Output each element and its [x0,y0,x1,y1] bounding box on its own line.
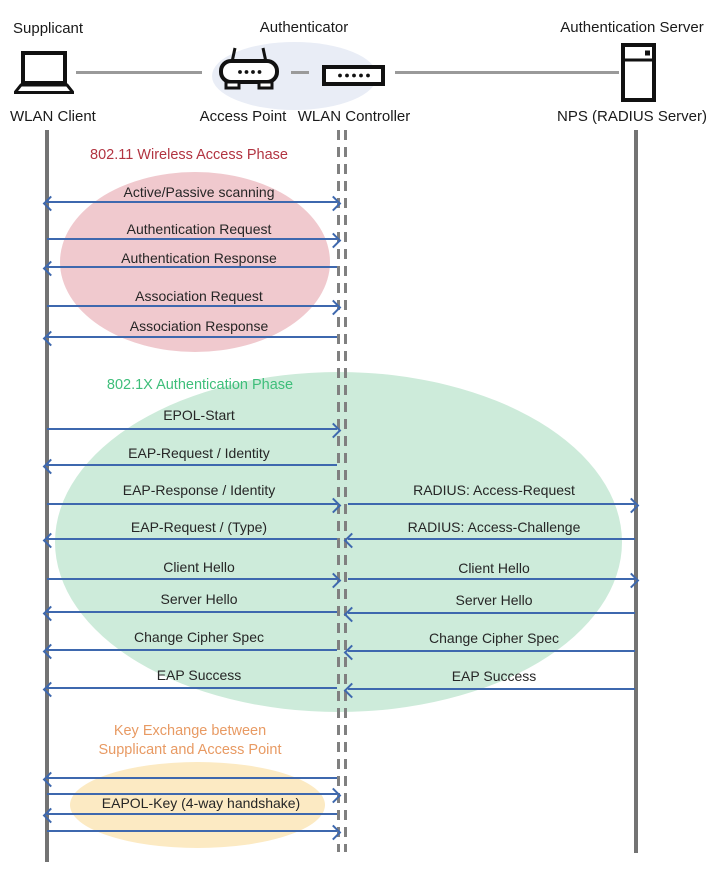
message-arrow-eapol-key-4 [47,824,342,840]
message-label-assoc-request: Association Request [135,288,263,304]
message-label-server-hello-left: Server Hello [160,591,238,607]
message-arrow-eapol-key-3 [42,807,337,823]
access-point-icon [218,47,280,96]
connector-controller-server [395,71,619,74]
device-label-wlan-client: WLAN Client [10,108,96,125]
message-arrow-auth-request [47,232,342,248]
message-label-assoc-response: Association Response [129,318,269,334]
connector-ap-controller [291,71,309,74]
role-authenticator: Authenticator [259,19,349,36]
lifeline-radius-server [634,130,638,853]
phase-title-8021x: 802.1X Authentication Phase [106,377,294,393]
message-arrow-assoc-response [42,330,337,346]
message-label-eap-request-identity: EAP-Request / Identity [128,445,270,461]
server-icon [621,43,657,107]
message-label-eap-request-type: EAP-Request / (Type) [130,519,268,535]
message-arrow-eapol-key-1 [42,771,337,787]
message-arrow-scanning [42,195,342,211]
message-label-server-hello-right: Server Hello [455,592,533,608]
message-label-auth-response: Authentication Response [121,250,277,266]
message-arrow-auth-response [42,260,337,276]
lifeline-wlan-controller-inner [344,130,347,852]
connector-client-ap [76,71,202,74]
message-label-client-hello-left: Client Hello [163,559,235,575]
message-arrow-eap-request-type [42,532,337,548]
phase-title-keyexchange: Key Exchange between Supplicant and Acce… [99,722,282,760]
message-arrow-eap-response-identity [47,497,342,513]
device-label-access-point: Access Point [199,108,287,125]
message-label-auth-request: Authentication Request [126,221,272,237]
laptop-icon [11,51,77,100]
message-arrow-client-hello-right [348,572,640,588]
message-arrow-epol-start [47,422,342,438]
message-label-eapol-key: EAPOL-Key (4-way handshake) [101,795,301,811]
message-label-change-cipher-left: Change Cipher Spec [134,629,264,645]
lifeline-wlan-client [45,130,49,862]
message-arrow-change-cipher-right [343,644,635,660]
device-label-wlan-controller: WLAN Controller [297,108,411,125]
message-arrow-eap-success-left [42,681,337,697]
message-label-radius-access-challenge: RADIUS: Access-Challenge [407,519,581,535]
message-arrow-eap-success-right [343,682,635,698]
message-label-client-hello-right: Client Hello [458,560,530,576]
message-label-scanning: Active/Passive scanning [123,184,275,200]
wlan-controller-icon [322,65,385,91]
message-arrow-radius-access-challenge [343,532,635,548]
message-arrow-server-hello-left [42,605,337,621]
message-arrow-eapol-key-2 [47,787,342,803]
message-arrow-client-hello-left [47,572,342,588]
message-arrow-assoc-request [47,299,342,315]
message-label-radius-access-request: RADIUS: Access-Request [413,482,575,498]
message-label-eap-success-right: EAP Success [451,668,537,684]
role-supplicant: Supplicant [13,20,84,37]
message-arrow-change-cipher-left [42,643,337,659]
role-authentication-server: Authentication Server [560,19,704,36]
message-label-epol-start: EPOL-Start [163,407,235,423]
message-arrow-radius-access-request [348,497,640,513]
message-label-change-cipher-right: Change Cipher Spec [429,630,559,646]
message-label-eap-response-identity: EAP-Response / Identity [122,482,276,498]
phase-keyexchange-ellipse [70,762,325,848]
phase-title-80211: 802.11 Wireless Access Phase [90,147,288,163]
message-arrow-server-hello-right [343,606,635,622]
message-label-eap-success-left: EAP Success [156,667,242,683]
message-arrow-eap-request-identity [42,458,337,474]
lifeline-wlan-controller-outer [337,130,340,852]
device-label-nps-radius-server: NPS (RADIUS Server) [556,108,708,125]
phase-title-keyexchange-line1: Key Exchange between [113,723,267,739]
phase-title-keyexchange-line2: Supplicant and Access Point [98,742,282,758]
